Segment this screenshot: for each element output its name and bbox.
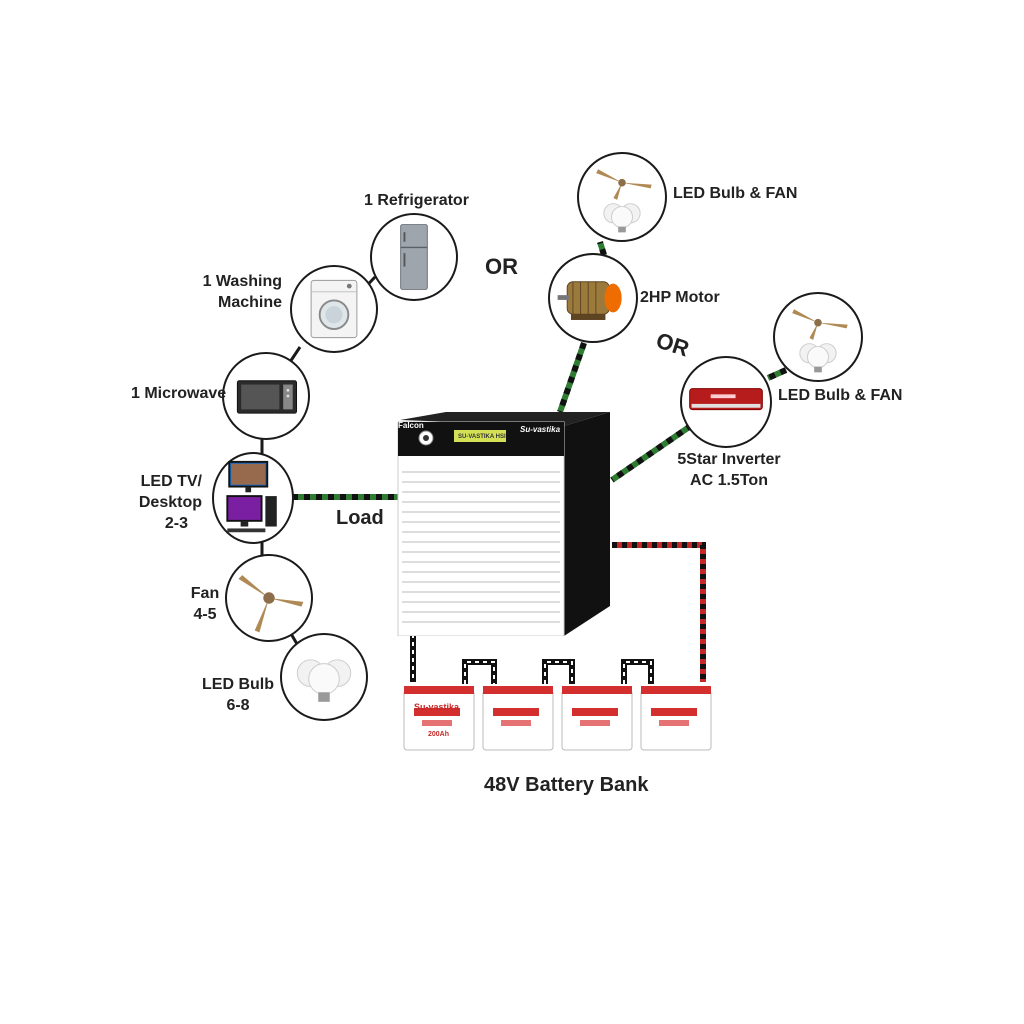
battery-2 [481,682,555,752]
battery-links [462,659,654,684]
label-fan-line2: 4-5 [193,606,217,623]
ceiling-fan-icon [596,169,652,233]
bulb-node [280,633,368,721]
battery-4 [639,682,713,752]
battery-rating-label: 200Ah [428,731,450,738]
label-bulb-line2: 6-8 [226,697,250,714]
ac-node [680,356,772,448]
air-conditioner-icon [689,388,763,411]
inverter-model: Falcon [398,421,424,430]
positive-battery-wire [612,542,706,682]
ceiling-fan-icon [792,309,848,373]
label-load: Load [336,507,384,529]
label-or-left: OR [485,254,518,279]
label-washing-machine: 1 Washing Machine [196,271,282,313]
motor-wire [557,241,607,413]
label-led-fan-right: LED Bulb & FAN [778,387,903,404]
microwave-icon [236,380,298,414]
label-ac-line2: AC 1.5Ton [690,472,768,489]
label-bulb-line1: LED Bulb [202,676,274,693]
ac-wire [610,367,788,483]
label-battery-bank: 48V Battery Bank [484,774,649,796]
microwave-node [222,352,310,440]
label-refrigerator: 1 Refrigerator [364,192,469,209]
label-led-fan-top: LED Bulb & FAN [673,185,798,202]
label-motor: 2HP Motor [640,289,720,306]
ceiling-fan-icon [238,575,304,633]
label-ac: 5Star Inverter AC 1.5Ton [672,449,786,491]
inverter-display: SU-VASTIKA HSI [458,434,506,440]
label-microwave: 1 Microwave [131,385,227,402]
label-fan-line1: Fan [190,585,220,602]
battery-3 [560,682,634,752]
label-tv-line2: Desktop [138,494,202,511]
led-bulb-icon [296,659,352,702]
fan-node [225,554,313,642]
battery-brand-label: Su-vastika [414,702,460,712]
label-tv-line1: LED TV/ [140,473,202,490]
led-fan-top-node [577,152,667,242]
label-washing-line1: 1 Washing [202,273,282,290]
washing-machine-node [290,265,378,353]
refrigerator-icon [400,224,428,290]
label-washing-line2: Machine [217,294,282,311]
motor-node [548,253,638,343]
label-tv-desktop: LED TV/ Desktop 2-3 [128,471,202,534]
label-ac-line1: 5Star Inverter [677,451,781,468]
battery-1 [402,682,476,752]
washing-machine-icon [310,279,358,339]
label-fan: Fan 4-5 [184,583,226,625]
refrigerator-node [370,213,458,301]
motor-icon [557,281,622,320]
led-fan-right-node [773,292,863,382]
label-tv-line3: 2-3 [164,515,188,532]
tv-desktop-node [212,452,294,544]
label-led-bulb: LED Bulb 6-8 [200,674,276,716]
inverter-unit-icon [397,412,610,636]
inverter-brand: Su-vastika [520,425,561,434]
tv-desktop-icon [226,460,277,533]
